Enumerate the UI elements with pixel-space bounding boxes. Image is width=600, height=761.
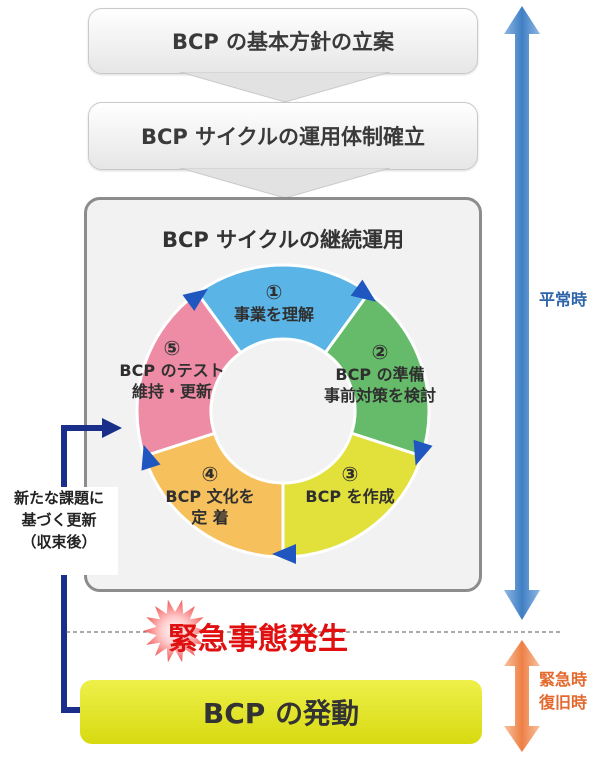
segment-2-text-1: BCP の準備 [335, 365, 425, 384]
cycle-arrow-icon [141, 444, 161, 471]
cycle-arrow-icon [272, 544, 296, 564]
cycle-arrow-icon [413, 439, 433, 466]
segment-4-number: ④ [201, 462, 219, 486]
segment-1-label: ① 事業を理解 [216, 280, 332, 325]
segment-5-label: ⑤ BCP のテスト 維持・更新 [102, 336, 242, 402]
segment-5-text-2: 維持・更新 [131, 382, 212, 401]
segment-1-text: 事業を理解 [233, 305, 314, 324]
segment-2-number: ② [371, 340, 389, 364]
emergency-label: 緊急事態発生 [168, 622, 348, 657]
feedback-line-2: 基づく更新 [21, 511, 97, 529]
policy-step: BCP の基本方針の立案 [88, 8, 478, 74]
segment-3-text: BCP を作成 [305, 487, 395, 506]
segment-3-number: ③ [341, 462, 359, 486]
bcp-cycle-ring [135, 263, 433, 564]
cycle-arrow-icon [182, 288, 208, 312]
policy-step-label: BCP の基本方針の立案 [171, 30, 395, 54]
normal-period-label: 平常時 [528, 288, 598, 311]
segment-4-text-2: 定 着 [191, 508, 229, 527]
explosion-burst-icon [143, 599, 207, 663]
recovery-period-arrow [504, 640, 540, 752]
down-chevron-icon [180, 168, 390, 199]
feedback-line-3: （収束後） [21, 533, 97, 551]
feedback-line-1: 新たな課題に [13, 489, 104, 507]
feedback-arrowhead-icon [102, 418, 122, 438]
bcp-activation-label: BCP の発動 [202, 697, 360, 730]
segment-2-text-2: 事前対策を検討 [323, 386, 436, 405]
recovery-period-text-2: 復旧時 [538, 693, 587, 712]
system-step: BCP サイクルの運用体制確立 [88, 102, 478, 170]
system-step-label: BCP サイクルの運用体制確立 [140, 125, 426, 149]
segment-2-label: ② BCP の準備 事前対策を検討 [305, 340, 455, 406]
segment-4-text-1: BCP 文化を [165, 487, 255, 506]
segment-5-text-1: BCP のテスト [119, 361, 225, 380]
segment-5-number: ⑤ [163, 336, 181, 360]
recovery-period-label: 緊急時 復旧時 [528, 668, 598, 714]
segment-1-number: ① [265, 280, 283, 304]
bcp-activation-box: BCP の発動 [80, 680, 482, 744]
side-phase-arrows [504, 6, 540, 752]
feedback-label: 新たな課題に 基づく更新 （収束後） [0, 487, 118, 575]
normal-period-text: 平常時 [538, 290, 587, 309]
segment-4-label: ④ BCP 文化を 定 着 [150, 462, 270, 528]
cycle-arrow-icon [350, 279, 376, 302]
normal-period-arrow [504, 6, 540, 620]
segment-3-label: ③ BCP を作成 [290, 462, 410, 507]
cycle-title: BCP サイクルの継続運用 [161, 228, 405, 252]
down-chevron-icon [180, 72, 390, 103]
recovery-period-text-1: 緊急時 [538, 670, 587, 689]
